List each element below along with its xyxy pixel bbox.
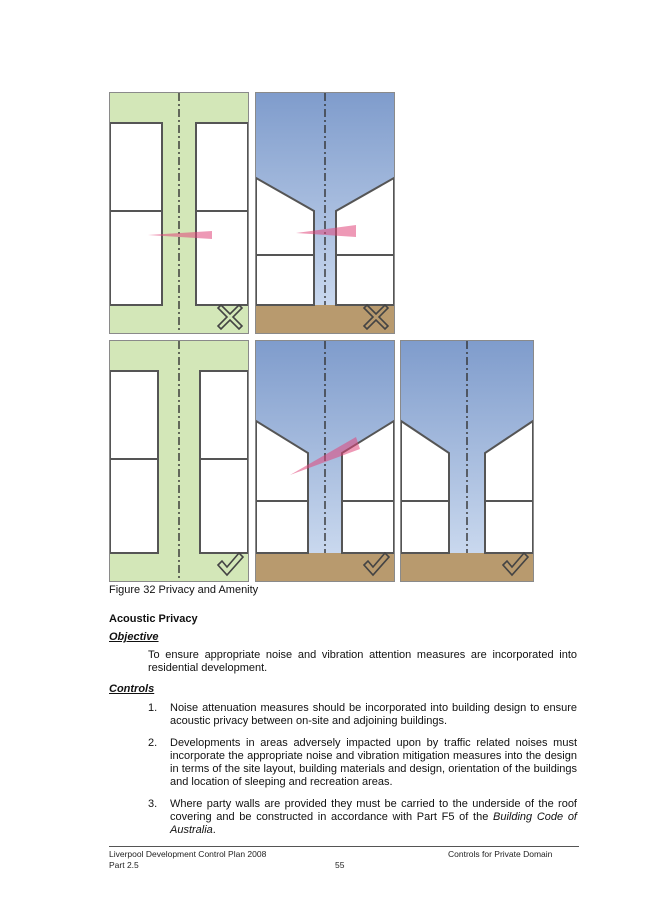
objective-heading: Objective xyxy=(109,631,159,643)
figure-panel-top-middle xyxy=(255,92,395,334)
list-item: 3. Where party walls are provided they m… xyxy=(148,798,577,837)
list-item-text-end: . xyxy=(212,824,216,836)
section-heading: Acoustic Privacy xyxy=(109,613,198,625)
figure-panel-bottom-middle xyxy=(255,340,395,582)
footer-divider xyxy=(109,846,579,847)
figure-panel-top-left xyxy=(109,92,249,334)
objective-text: To ensure appropriate noise and vibratio… xyxy=(148,649,577,674)
footer-part: Part 2.5 xyxy=(109,860,139,870)
list-item: 2. Developments in areas adversely impac… xyxy=(148,737,577,789)
footer-section-title: Controls for Private Domain xyxy=(448,849,553,859)
plan-diagram xyxy=(110,93,248,333)
list-item-number: 3. xyxy=(148,798,158,810)
list-item: 1. Noise attenuation measures should be … xyxy=(148,702,577,728)
building-code-reference: Building Code of Australia xyxy=(170,811,577,836)
plan-diagram xyxy=(110,341,248,581)
controls-list: 1. Noise attenuation measures should be … xyxy=(148,702,577,846)
list-item-text: Noise attenuation measures should be inc… xyxy=(170,702,577,727)
controls-heading: Controls xyxy=(109,683,155,695)
list-item-text: Where party walls are provided they must… xyxy=(170,798,577,823)
tick-icon xyxy=(501,551,530,577)
figure-panel-bottom-left xyxy=(109,340,249,582)
list-item-text: Developments in areas adversely impacted… xyxy=(170,737,577,788)
section-diagram xyxy=(256,93,394,333)
tick-icon xyxy=(362,551,391,577)
figure-panel-bottom-right xyxy=(400,340,534,582)
list-item-number: 1. xyxy=(148,702,158,714)
page-number: 55 xyxy=(335,860,345,870)
section-diagram xyxy=(256,341,394,581)
tick-icon xyxy=(216,551,245,577)
section-diagram xyxy=(401,341,533,581)
footer-document-title: Liverpool Development Control Plan 2008 xyxy=(109,849,267,859)
cross-icon xyxy=(216,303,244,331)
cross-icon xyxy=(362,303,390,331)
figure-caption: Figure 32 Privacy and Amenity xyxy=(109,584,259,596)
list-item-number: 2. xyxy=(148,737,158,749)
